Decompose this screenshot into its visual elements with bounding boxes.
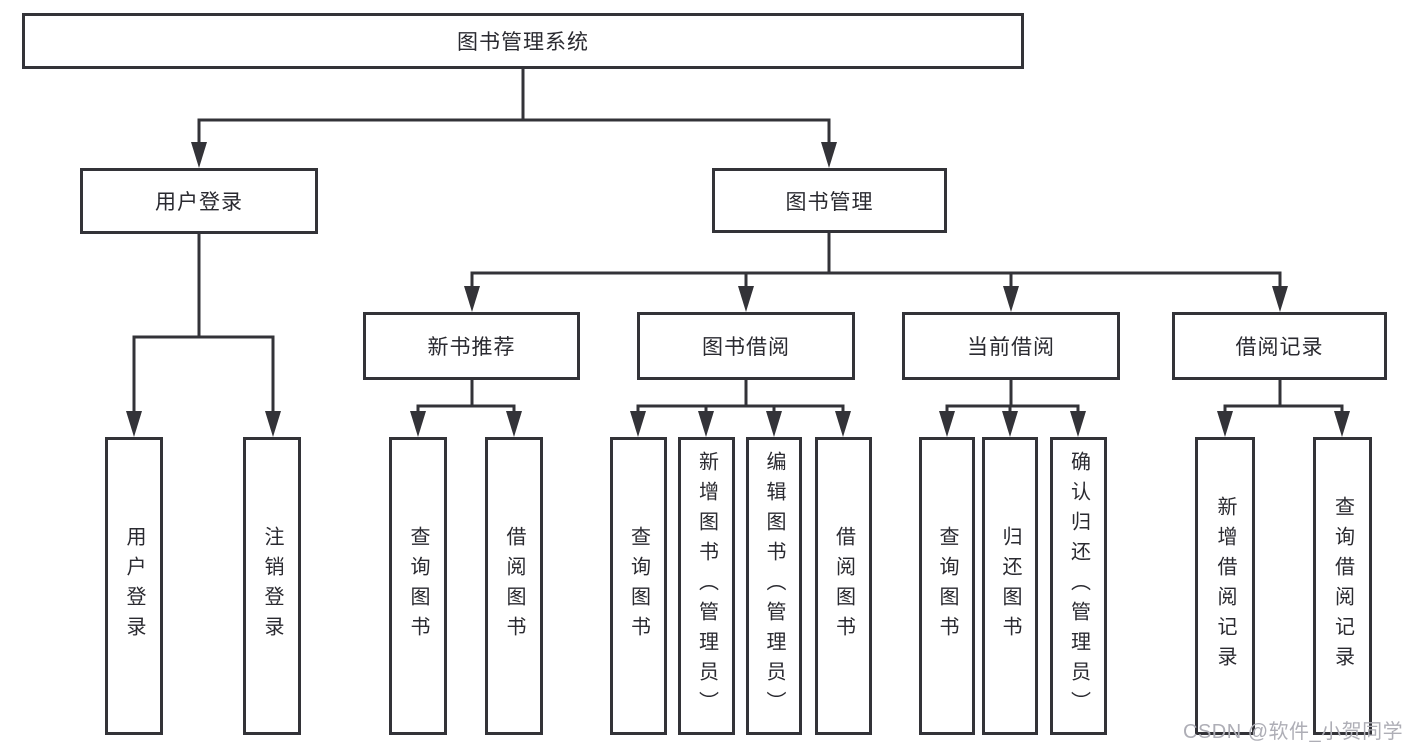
node-label: 新增图书（管理员） — [695, 451, 718, 721]
node-label: 图书借阅 — [702, 336, 790, 359]
node-user-login: 用户登录 — [80, 168, 318, 234]
leaf-logout: 注销登录 — [243, 437, 301, 735]
node-borrowing-records: 借阅记录 — [1172, 312, 1387, 380]
connector-root-to-level2 — [197, 69, 831, 144]
node-label: 归还图书 — [999, 526, 1021, 646]
node-label: 编辑图书（管理员） — [763, 451, 785, 721]
node-label: 借阅记录 — [1235, 336, 1324, 359]
node-book-borrowing: 图书借阅 — [637, 312, 855, 380]
leaf-recommend-query-books: 查询图书 — [389, 437, 447, 735]
leaf-borrowing-add-books-admin: 新增图书（管理员） — [678, 437, 735, 735]
node-label: 查询图书 — [627, 526, 650, 646]
connector-book-mgmt-split — [470, 233, 1282, 288]
node-label: 查询图书 — [407, 526, 429, 646]
node-new-book-recommend: 新书推荐 — [363, 312, 580, 380]
connector-borrow-records-split — [1223, 380, 1344, 413]
connector-new-book-split — [416, 380, 516, 413]
node-label: 新增借阅记录 — [1214, 496, 1236, 676]
leaf-recommend-borrow-books: 借阅图书 — [485, 437, 543, 735]
node-label: 查询借阅记录 — [1331, 496, 1354, 676]
leaf-records-add-record: 新增借阅记录 — [1195, 437, 1255, 735]
node-label: 图书管理系统 — [457, 31, 589, 54]
node-label: 确认归还（管理员） — [1067, 451, 1090, 721]
leaf-current-query-books: 查询图书 — [919, 437, 975, 735]
node-library-management-system: 图书管理系统 — [22, 13, 1024, 69]
arrowheads — [126, 142, 1350, 437]
node-current-borrowing: 当前借阅 — [902, 312, 1120, 380]
connector-user-login-split — [132, 234, 275, 413]
node-label: 图书管理 — [785, 190, 874, 214]
connector-current-borrow-split — [945, 380, 1080, 413]
leaf-borrowing-edit-books-admin: 编辑图书（管理员） — [746, 437, 802, 735]
node-label: 查询图书 — [936, 526, 958, 646]
node-label: 借阅图书 — [503, 526, 525, 646]
leaf-user-login: 用户登录 — [105, 437, 163, 735]
node-book-management: 图书管理 — [712, 168, 947, 233]
connector-book-borrow-split — [636, 380, 845, 413]
leaf-current-return-books: 归还图书 — [982, 437, 1038, 735]
leaf-borrowing-borrow-books: 借阅图书 — [815, 437, 872, 735]
node-label: 用户登录 — [155, 191, 243, 214]
node-label: 当前借阅 — [967, 336, 1055, 359]
node-label: 注销登录 — [261, 526, 283, 646]
leaf-borrowing-query-books: 查询图书 — [610, 437, 667, 735]
node-label: 用户登录 — [123, 526, 145, 646]
leaf-current-confirm-return-admin: 确认归还（管理员） — [1050, 437, 1107, 735]
node-label: 新书推荐 — [427, 336, 516, 359]
csdn-watermark: CSDN @软件_小贺同学 — [1183, 721, 1404, 743]
leaf-records-query-record: 查询借阅记录 — [1313, 437, 1372, 735]
node-label: 借阅图书 — [832, 526, 855, 646]
